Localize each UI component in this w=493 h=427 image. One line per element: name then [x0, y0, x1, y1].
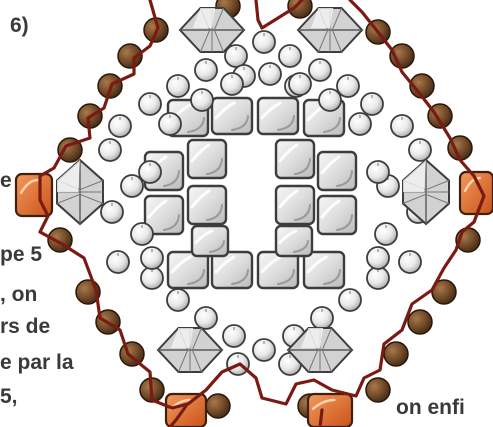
pearl-bead [279, 45, 301, 67]
cube-bead [168, 252, 208, 288]
cube-bead [276, 140, 314, 178]
pearl-bead [139, 93, 161, 115]
cube-bead [276, 226, 312, 256]
pearl-bead [159, 113, 181, 135]
bicone-crystal [57, 160, 103, 224]
pearl-bead [361, 93, 383, 115]
pearl-bead [391, 115, 413, 137]
pearl-bead [253, 339, 275, 361]
cube-bead [258, 252, 298, 288]
bronze-bead [206, 394, 230, 418]
pearl-bead [409, 139, 431, 161]
cube-bead [258, 98, 298, 134]
cube-bead [188, 186, 226, 224]
pearl-bead [99, 139, 121, 161]
thread-path [320, 410, 322, 427]
pearl-bead [367, 161, 389, 183]
orange-bead [166, 394, 206, 427]
pearl-bead [337, 75, 359, 97]
pearl-bead [167, 75, 189, 97]
orange-bead [308, 394, 352, 427]
pearl-bead [107, 251, 129, 273]
cube-bead [212, 252, 252, 288]
pearl-bead [167, 289, 189, 311]
pearl-bead [367, 247, 389, 269]
pearl-bead [311, 307, 333, 329]
bicone-crystal [158, 328, 222, 372]
cube-bead [188, 140, 226, 178]
pearl-bead [367, 267, 389, 289]
pearl-bead [349, 113, 371, 135]
bronze-bead [384, 342, 408, 366]
pearl-bead [195, 307, 217, 329]
pearl-bead [339, 289, 361, 311]
pearl-bead [259, 63, 281, 85]
pearl-bead [195, 59, 217, 81]
pearl-bead [141, 247, 163, 269]
bronze-bead [408, 310, 432, 334]
cube-bead [192, 226, 228, 256]
pearl-bead [139, 161, 161, 183]
cube-bead [318, 196, 356, 234]
pearl-bead [309, 59, 331, 81]
pearl-bead [121, 175, 143, 197]
pearl-bead [109, 115, 131, 137]
cube-bead [304, 252, 344, 288]
pearl-bead [131, 223, 153, 245]
pearl-bead [221, 73, 243, 95]
pearl-bead [289, 73, 311, 95]
pearl-bead [319, 89, 341, 111]
pearl-bead [223, 325, 245, 347]
pearl-bead [375, 223, 397, 245]
cube-bead [318, 152, 356, 190]
pearl-bead [399, 251, 421, 273]
pearl-bead [141, 267, 163, 289]
bronze-bead [366, 378, 390, 402]
cube-bead [276, 186, 314, 224]
pearl-bead [253, 31, 275, 53]
cube-bead [212, 98, 252, 134]
pearl-bead [101, 201, 123, 223]
pearl-bead [191, 89, 213, 111]
